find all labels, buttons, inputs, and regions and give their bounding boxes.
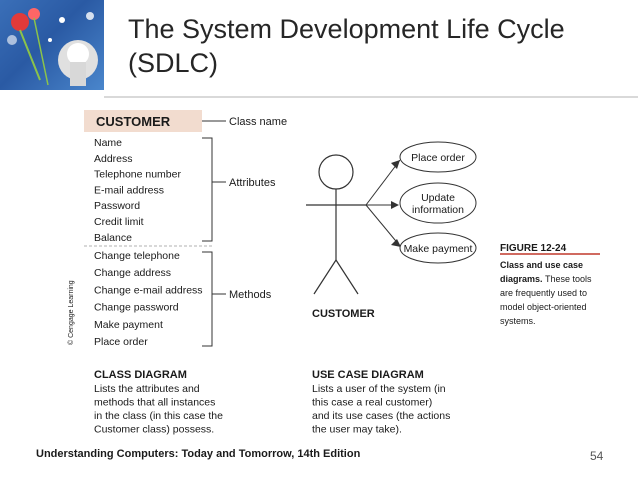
figure-caption-bold-line: diagrams. These tools bbox=[500, 274, 592, 284]
use-case-caption: Lists a user of the system (in this case … bbox=[312, 383, 450, 436]
attribute-item: Credit limit bbox=[94, 216, 144, 228]
class-diagram: CUSTOMER Class name NameAddressTelephone… bbox=[67, 110, 287, 436]
attribute-item: Telephone number bbox=[94, 169, 181, 181]
attribute-item: Password bbox=[94, 200, 140, 212]
page-number: 54 bbox=[590, 449, 603, 463]
class-caption-line: Customer class) possess. bbox=[94, 424, 214, 436]
figure-caption-bold-line: Class and use case bbox=[500, 260, 583, 270]
figure-caption-body: Class and use case diagrams. These tools a… bbox=[500, 260, 592, 326]
method-item: Change password bbox=[94, 302, 179, 314]
use-case-label: Update bbox=[421, 192, 455, 204]
use-case-arrows bbox=[366, 160, 401, 247]
figure-caption: FIGURE 12-24 Class and use case diagrams.… bbox=[500, 243, 600, 326]
methods-label: Methods bbox=[229, 289, 272, 301]
method-item: Make payment bbox=[94, 319, 163, 331]
class-name: CUSTOMER bbox=[96, 114, 171, 129]
actor-label: CUSTOMER bbox=[312, 308, 375, 320]
figure-caption-tail: These tools bbox=[545, 274, 592, 284]
use-case-caption-title: USE CASE DIAGRAM bbox=[312, 369, 424, 381]
method-item: Change address bbox=[94, 267, 171, 279]
use-case-diagram: CUSTOMER Place orderUpdateinformationMak… bbox=[306, 142, 476, 436]
actor-stick-figure-icon bbox=[306, 155, 366, 294]
footer-text: Understanding Computers: Today and Tomor… bbox=[36, 448, 360, 460]
use-case-caption-line: and its use cases (the actions bbox=[312, 410, 450, 422]
figure-caption-line: systems. bbox=[500, 316, 536, 326]
use-case-label: Make payment bbox=[404, 243, 473, 255]
use-case-caption-line: Lists a user of the system (in bbox=[312, 383, 446, 395]
attributes-bracket bbox=[202, 138, 212, 241]
attribute-item: Balance bbox=[94, 232, 132, 244]
figure-caption-line: model object-oriented bbox=[500, 302, 587, 312]
attribute-item: Address bbox=[94, 153, 133, 165]
class-caption-line: in the class (in this case the bbox=[94, 410, 223, 422]
use-case-label: information bbox=[412, 204, 464, 216]
method-item: Change e-mail address bbox=[94, 284, 203, 296]
figure-number: FIGURE 12-24 bbox=[500, 243, 567, 254]
methods-bracket bbox=[202, 252, 212, 346]
figure-caption-line: are frequently used to bbox=[500, 288, 587, 298]
method-item: Change telephone bbox=[94, 250, 180, 262]
attribute-item: Name bbox=[94, 137, 122, 149]
class-caption-line: Lists the attributes and bbox=[94, 383, 200, 395]
method-item: Place order bbox=[94, 336, 148, 348]
attributes-label: Attributes bbox=[229, 177, 276, 189]
use-case-label: Place order bbox=[411, 152, 465, 164]
class-name-label: Class name bbox=[229, 116, 287, 128]
use-case-caption-line: the user may take). bbox=[312, 424, 402, 436]
class-caption-line: methods that all instances bbox=[94, 397, 215, 409]
copyright-text: © Cengage Learning bbox=[67, 280, 75, 345]
class-diagram-caption: Lists the attributes and methods that all… bbox=[94, 383, 223, 436]
attribute-item: E-mail address bbox=[94, 184, 164, 196]
class-diagram-caption-title: CLASS DIAGRAM bbox=[94, 369, 187, 381]
use-case-caption-line: this case a real customer) bbox=[312, 397, 432, 409]
